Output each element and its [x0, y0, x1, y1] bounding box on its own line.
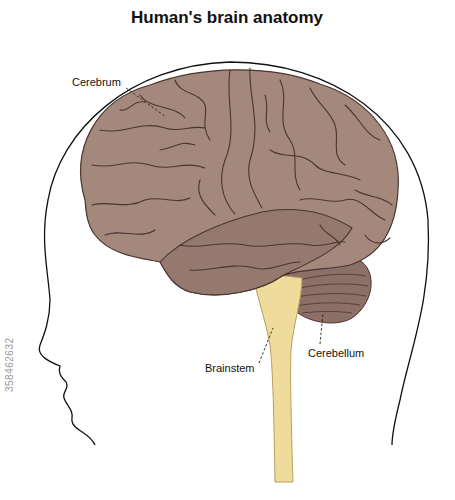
- diagram-title: Human's brain anatomy: [131, 8, 323, 28]
- watermark: 358462632: [4, 337, 15, 392]
- part-label: Cerebellum: [308, 347, 364, 359]
- cerebrum: [81, 68, 399, 295]
- head-outline: [39, 62, 428, 445]
- part-label: Brainstem: [205, 362, 255, 374]
- part-label: Cerebrum: [72, 76, 121, 88]
- brainstem: [252, 272, 302, 482]
- leader-lines: [126, 88, 323, 363]
